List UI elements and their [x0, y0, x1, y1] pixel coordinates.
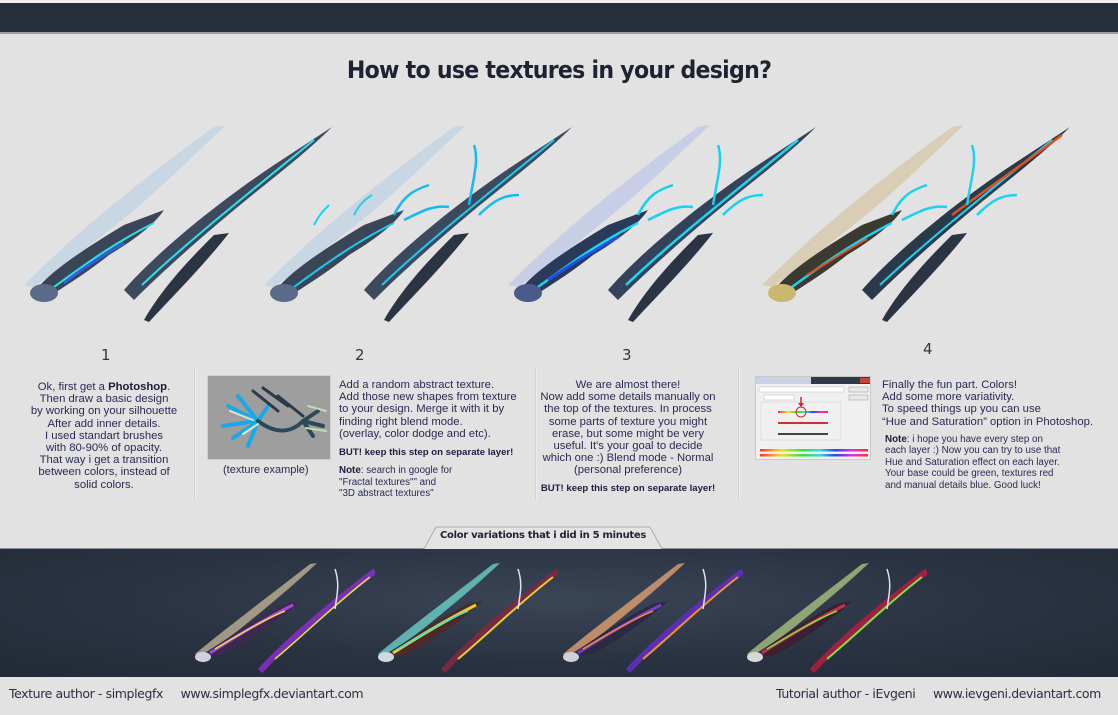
note-label: Note [339, 465, 361, 477]
note-line: Hue and Saturation effect on each layer. [885, 456, 1060, 468]
note-line: Your base could be green, textures red [885, 468, 1054, 480]
step-3-line: (personal preference) [573, 464, 682, 477]
step-number-2: 2 [355, 346, 365, 364]
step-1-line: by working on your silhouette [30, 405, 178, 418]
note-line: each layer :) Now you can try to use tha… [885, 445, 1061, 457]
color-variations-tab: Color variations that i did in 5 minutes [424, 526, 662, 549]
hue-saturation-dialog-image [755, 376, 871, 460]
ship-stage-3-illustration [498, 115, 816, 340]
color-variations-band [0, 548, 1118, 677]
note-line: : i hope you have every step on [906, 433, 1043, 445]
step-2-line: Add those new shapes from texture [339, 391, 517, 404]
step-3-line: some parts of texture you might [548, 415, 708, 428]
step-number-3: 3 [622, 346, 632, 364]
ship-stage-4-illustration [752, 115, 1070, 340]
step-1-line: I used standart brushes [44, 429, 164, 442]
color-variations-label: Color variations that i did in 5 minutes [439, 530, 647, 541]
photoshop-highlight: Photoshop [108, 381, 168, 393]
step-2-line: to your design. Merge it with it by [339, 403, 505, 416]
step-1-description: Ok, first get a Photoshop. Then draw a b… [14, 381, 194, 491]
variation-teal-yellow [368, 549, 560, 678]
top-edge [0, 0, 1118, 3]
column-divider [535, 368, 536, 500]
variation-orange-purple [553, 549, 745, 678]
header-band [0, 3, 1118, 34]
tutorial-author: Tutorial author - iEvgeni [776, 686, 916, 701]
step-number-4: 4 [923, 340, 933, 358]
step-2-line: (overlay, color dodge and etc). [339, 427, 491, 440]
texture-example-image [207, 375, 331, 460]
step-3-line: useful. It's your goal to decide [553, 440, 703, 453]
note-line: : search in google for [360, 465, 453, 477]
note-label: Note [885, 433, 907, 445]
step-1-line: After add inner details. [47, 417, 161, 430]
step-2-description: Add a random abstract texture. Add those… [339, 379, 539, 500]
step-1-line: with 80-90% of opacity. [46, 442, 162, 455]
step-2-line: finding right blend mode. [339, 415, 463, 428]
ship-stage-1-illustration [14, 115, 332, 340]
step-1-line: solid colors. [74, 478, 134, 491]
ship-progression [0, 115, 1118, 340]
step-3-line: erase, but some might be very [552, 427, 704, 440]
step-number-1: 1 [101, 346, 111, 364]
step-4-line: Finally the fun part. Colors! [882, 379, 1017, 391]
texture-example-caption: (texture example) [223, 464, 309, 476]
step-1-line: between colors, instead of [38, 466, 170, 479]
note-line: "3D abstract textures" [339, 488, 434, 500]
step-2-warning: BUT! keep this step on separate layer! [339, 447, 514, 459]
step-3-warning: BUT! keep this step on separate layer! [540, 482, 716, 494]
step-4-note: Note: i hope you have every step on each… [882, 434, 1118, 492]
tutorial-author-link[interactable]: www.ievgeni.deviantart.com [932, 686, 1101, 701]
ship-stage-2-illustration [254, 115, 572, 340]
step-4-line: “Hue and Saturation” option in Photoshop… [882, 415, 1094, 428]
variation-purple-yellow [185, 549, 377, 678]
step-4-line: Add some more variativity. [882, 391, 1015, 404]
step-3-description: We are almost there! Now add some detail… [538, 379, 718, 495]
column-divider [194, 368, 195, 500]
variation-green-crimson [737, 549, 929, 678]
note-line: "Fractal textures"" and [339, 476, 437, 488]
texture-author: Texture author - simplegfx [9, 686, 163, 701]
texture-author-link[interactable]: www.simplegfx.deviantart.com [180, 686, 364, 701]
step-3-line: the top of the textures. In process [544, 403, 712, 416]
step-4-line: To speed things up you can use [882, 403, 1041, 416]
step-3-line: Now add some details manually on [540, 391, 716, 404]
step-1-line: Then draw a basic design [39, 393, 169, 406]
step-1-line: Ok, first get a [37, 381, 109, 393]
page-title: How to use textures in your design? [346, 56, 772, 84]
footer-tutorial-credit: Tutorial author - iEvgeni www.ievgeni.de… [776, 686, 1115, 701]
note-line: and manual details blue. Good luck! [885, 479, 1041, 491]
step-1-line: . [167, 381, 171, 393]
step-3-line: We are almost there! [575, 379, 681, 391]
step-2-line: Add a random abstract texture. [339, 379, 495, 391]
step-2-note: Note: search in google for "Fractal text… [339, 465, 539, 500]
step-1-line: That way i get a transition [39, 454, 169, 467]
step-4-description: Finally the fun part. Colors! Add some m… [882, 379, 1118, 491]
column-divider [738, 368, 739, 500]
footer-texture-credit: Texture author - simplegfx www.simplegfx… [9, 686, 377, 701]
step-3-line: which one :) Blend mode - Normal [542, 452, 714, 465]
